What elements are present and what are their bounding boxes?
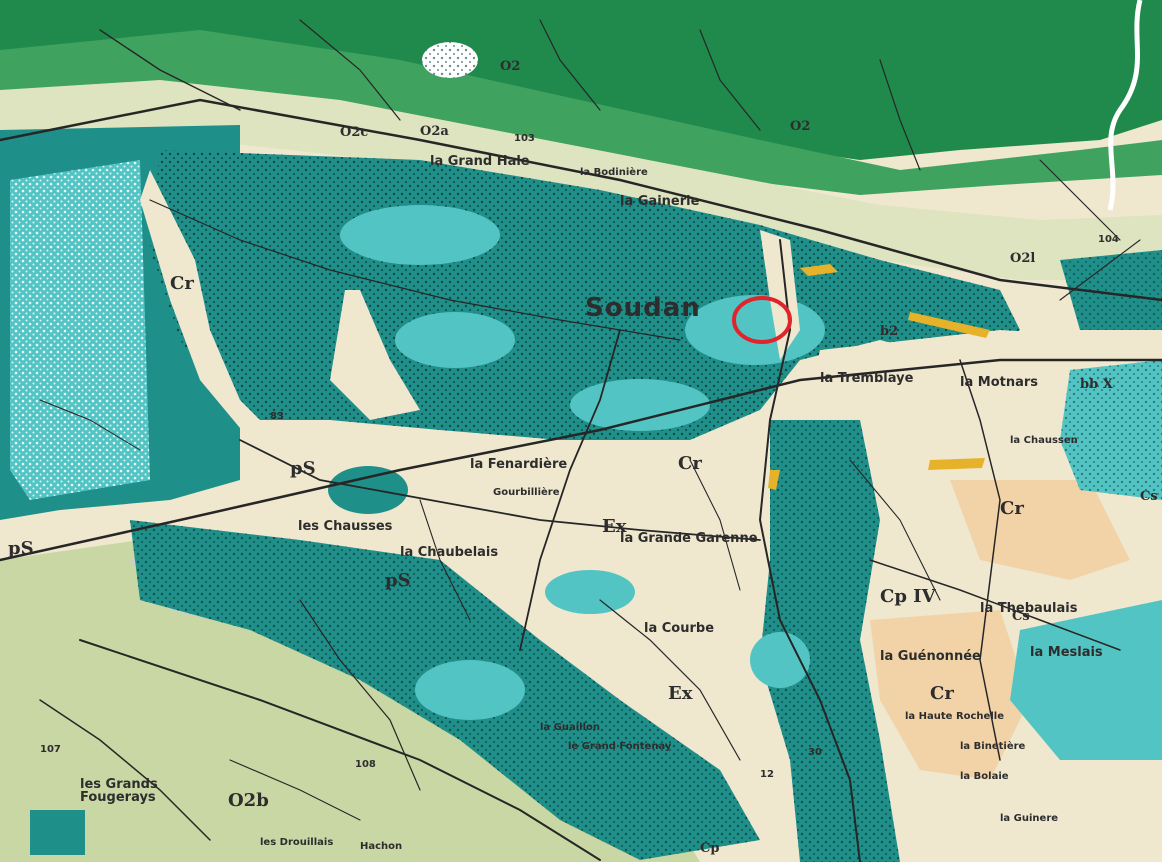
place-label-la-bodiniere: la Bodinière: [580, 167, 648, 178]
geo-code-o2l: O2l: [1010, 251, 1036, 266]
place-label-la-chaubelais: la Chaubelais: [400, 545, 499, 560]
geo-code-o2-2: O2: [500, 59, 521, 74]
light-teal-pocket-south-1: [545, 570, 635, 614]
geo-code-ex: Ex: [602, 516, 627, 537]
place-label-hachon: Hachon: [360, 841, 403, 852]
teal-zone-east-2: [1010, 600, 1162, 760]
cream-valley-1: [140, 170, 270, 440]
spot-height-30: 30: [808, 747, 822, 758]
teal-patch-bottom-left: [30, 810, 85, 855]
geo-code-cp: Cp: [700, 841, 720, 856]
yellow-lens-1: [800, 264, 838, 276]
geo-code-b2: b2: [880, 324, 899, 339]
geo-code-cr-3: Cr: [930, 683, 954, 704]
light-teal-pocket-2: [395, 312, 515, 368]
place-label-la-grand-hale: la Grand Hale: [430, 154, 530, 169]
place-label-la-haute-rochelle: la Haute Rochelle: [905, 711, 1004, 722]
teal-zone-east-1-dots: [1060, 360, 1162, 500]
geo-code-o2b: O2b: [228, 790, 269, 811]
light-teal-pocket-south-2: [415, 660, 525, 720]
geo-code-cr-2: Cr: [678, 453, 702, 474]
place-label-la-guaillon: la Guaillon: [540, 722, 601, 733]
spot-height-108: 108: [355, 759, 376, 770]
geo-code-ex-2: Ex: [668, 683, 693, 704]
place-label-la-bolaie: la Bolaie: [960, 771, 1009, 782]
light-teal-pocket-4: [340, 205, 500, 265]
geo-code-ps-1: pS: [290, 458, 316, 479]
geo-code-o2-1: O2: [790, 119, 811, 134]
place-label-la-tremblaye: la Tremblaye: [820, 371, 914, 386]
geo-code-cp-iv: Cp IV: [880, 586, 936, 607]
geo-code-bb-x: bb X: [1080, 377, 1113, 392]
road-network: [0, 19, 1162, 862]
geo-code-cr-4: Cr: [1000, 498, 1024, 519]
geo-code-o2c: O2c: [340, 125, 369, 140]
spot-height-103: 103: [514, 133, 535, 144]
place-label-la-guinere: la Guinere: [1000, 813, 1059, 824]
light-teal-pocket-south-3: [328, 466, 408, 514]
river: [1107, 0, 1143, 211]
place-label-gourbilliere: Gourbillière: [493, 487, 560, 498]
place-label-la-theboulais: la Thebaulais: [980, 601, 1078, 616]
place-label-la-gainerie: la Gainerie: [620, 194, 700, 209]
place-label-la-grande-garenne: la Grande Garenne: [620, 531, 758, 546]
place-label-les-grands-fougerays: les Grands Fougerays: [80, 777, 158, 805]
cream-valley-2: [330, 290, 420, 420]
place-label-les-chausses: les Chausses: [298, 519, 393, 534]
place-label-la-courbe: la Courbe: [644, 621, 715, 636]
green-band-lighter: [0, 30, 1162, 195]
geo-code-ps-2: pS: [8, 538, 34, 559]
spot-height-104: 104: [1098, 234, 1119, 245]
place-label-les-drouillais: les Drouillais: [260, 837, 334, 848]
geo-code-ps-3: pS: [385, 570, 411, 591]
place-label-la-fenardiere: la Fenardière: [470, 457, 568, 472]
spot-height-83: 83: [270, 411, 284, 422]
teal-zone-south-arm-dots: [760, 420, 900, 862]
green-band-north: [0, 0, 1162, 160]
spot-height-12: 12: [760, 769, 774, 780]
light-teal-pocket-1: [685, 295, 825, 365]
geo-code-cs: Cs: [1012, 609, 1030, 624]
place-label-le-grand-fontenay: le Grand Fontenay: [568, 741, 672, 752]
geo-code-cs-2: Cs: [1140, 489, 1158, 504]
place-label-la-meslais: la Meslais: [1030, 645, 1103, 660]
spot-height-107: 107: [40, 744, 61, 755]
geo-code-cr-1: Cr: [170, 273, 194, 294]
place-label-la-motnars: la Motnars: [960, 375, 1039, 390]
olive-band-north: [0, 80, 1162, 280]
place-label-la-guenonnee: la Guénonnée: [880, 649, 981, 664]
peach-zone-east: [870, 610, 1030, 780]
speckled-overlay-west: [10, 160, 150, 500]
place-label-la-chaussen: la Chaussen: [1010, 435, 1078, 446]
geo-code-o2a: O2a: [420, 124, 449, 139]
yellow-lens-4: [768, 470, 780, 490]
yellow-lens-2: [908, 312, 990, 338]
location-marker-circle[interactable]: [732, 296, 792, 344]
peach-zone-east-2: [950, 480, 1130, 580]
white-speckle-dots: [422, 42, 478, 78]
place-label-la-binetiere: la Binetière: [960, 741, 1026, 752]
yellow-lens-3: [928, 458, 985, 470]
light-teal-pocket-south-4: [750, 632, 810, 688]
teal-zone-east-3-dots: [1060, 250, 1162, 330]
place-label-soudan: Soudan: [585, 293, 701, 323]
light-teal-pocket-3: [570, 379, 710, 431]
